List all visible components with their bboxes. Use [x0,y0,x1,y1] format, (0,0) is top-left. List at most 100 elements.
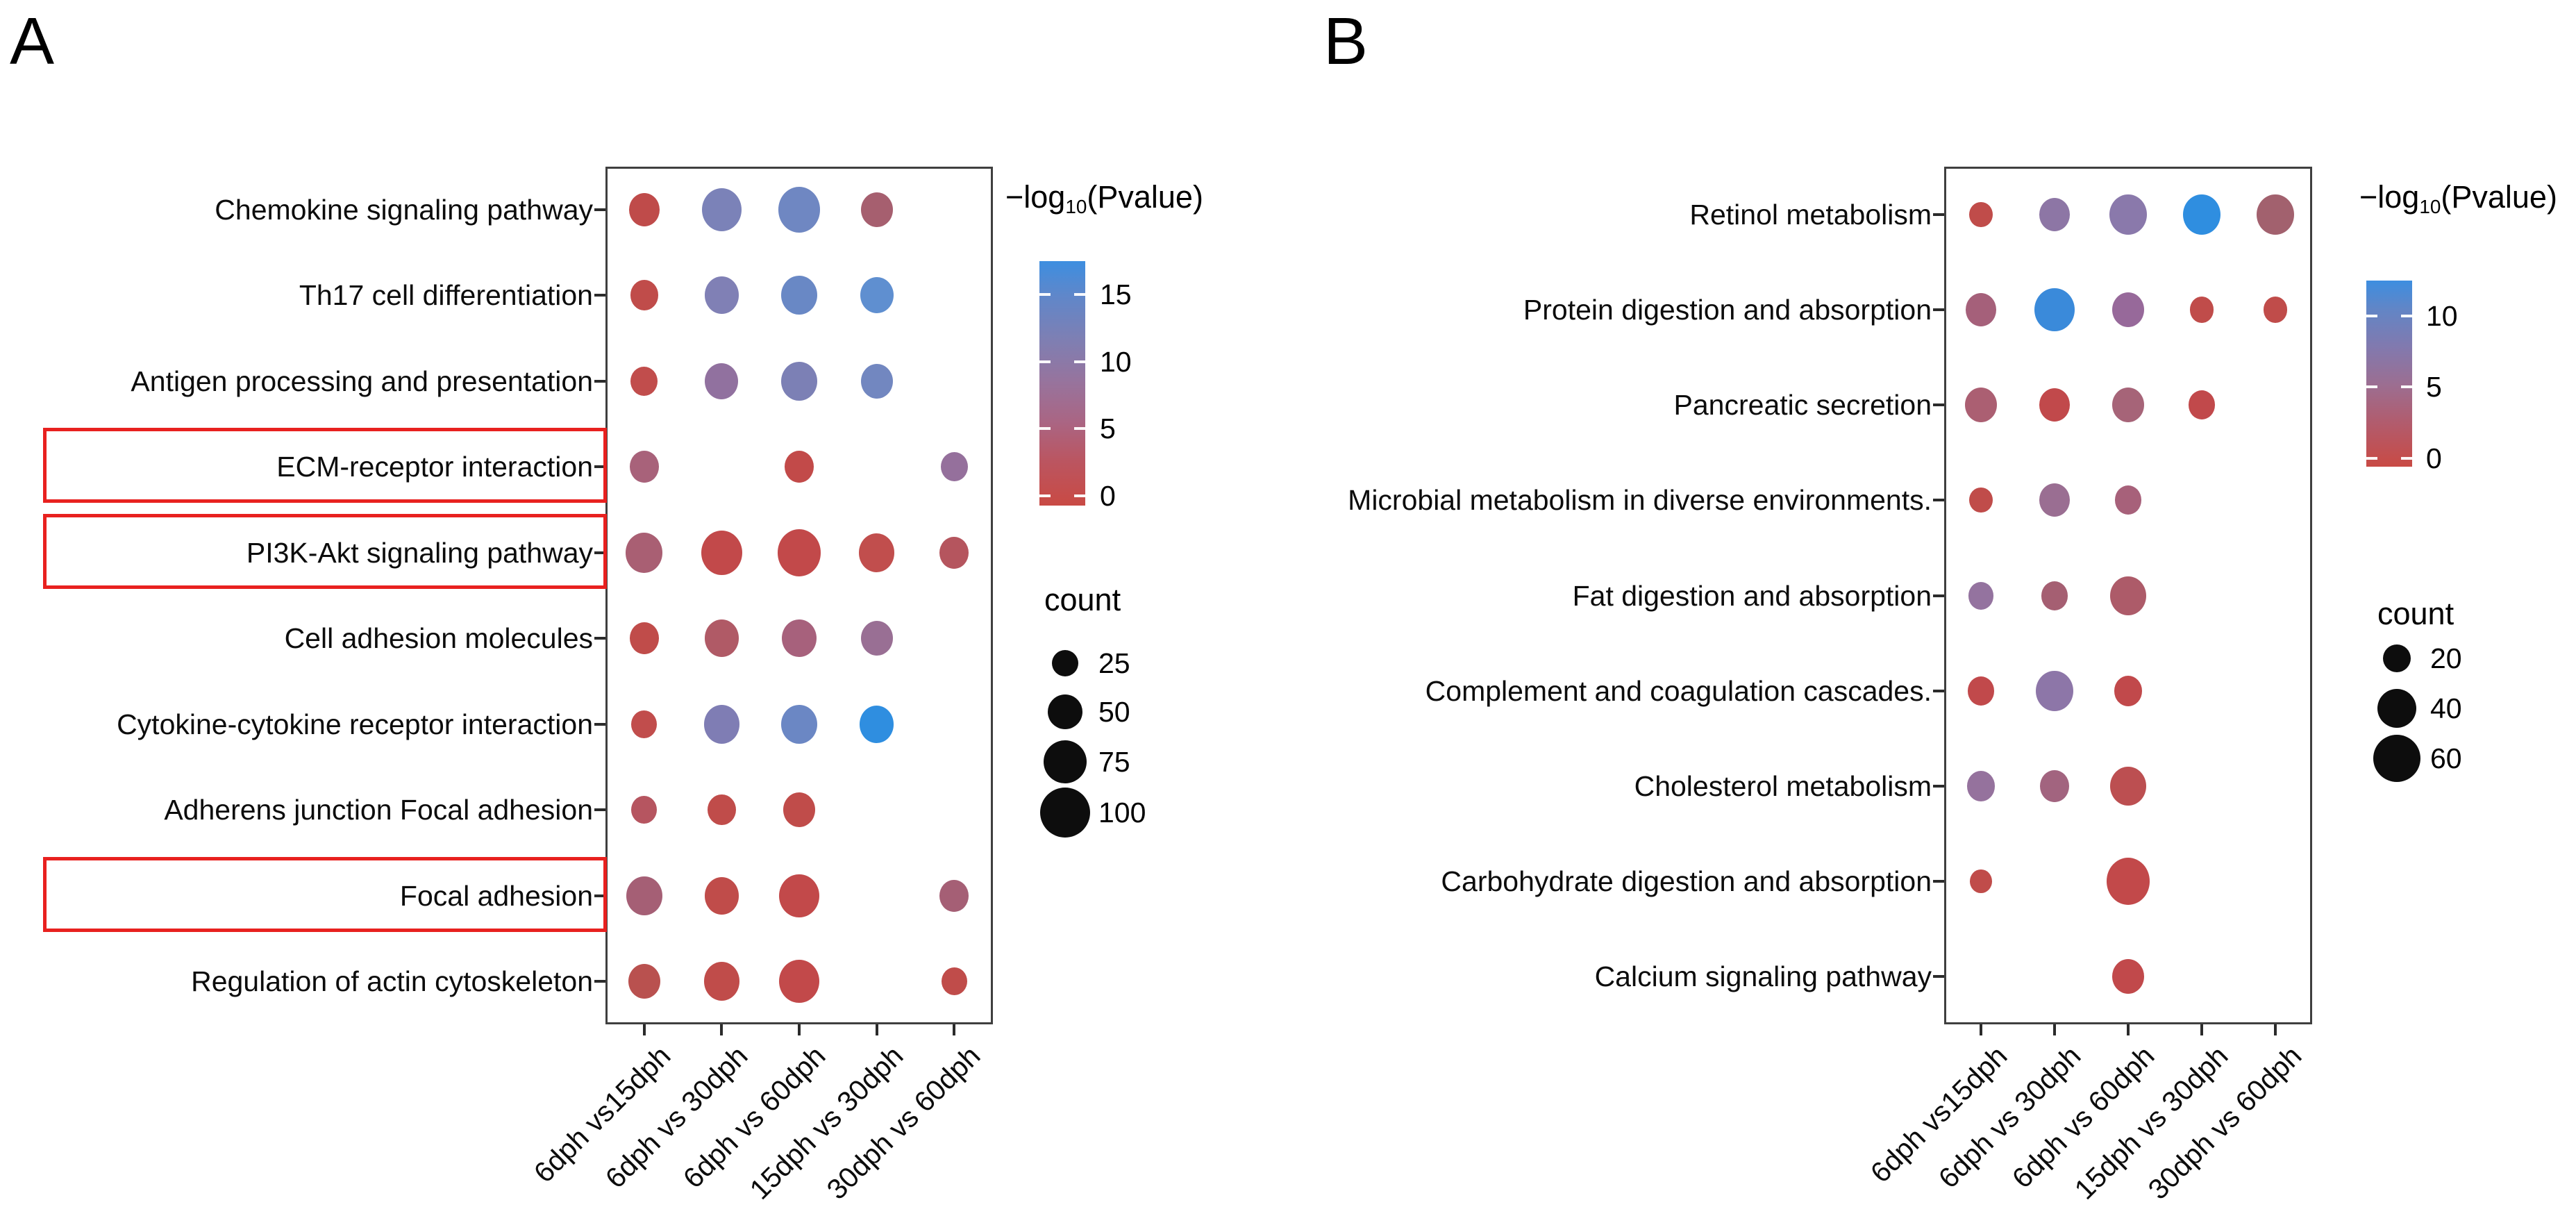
data-dot [783,792,815,828]
colorbar-tick [1039,427,1051,431]
count-legend-label: 20 [2430,642,2462,674]
data-dot [939,536,969,569]
axis-tick [1933,975,1944,979]
pvalue-legend-title-b: −log10(Pvalue) [2359,179,2557,218]
legend-title-text: (Pvalue) [2441,179,2557,215]
y-axis-label: Retinol metabolism [1689,198,1932,231]
axis-tick [594,808,605,812]
axis-tick [594,551,605,554]
colorbar-tick [2401,385,2412,389]
axis-tick [875,1024,878,1035]
axis-tick [2200,1024,2203,1035]
data-dot [1970,869,1992,894]
data-dot [704,619,739,658]
data-dot [2039,388,2071,422]
axis-tick [1933,784,1944,788]
count-legend-dot [2377,689,2416,728]
data-dot [2039,483,2071,517]
data-dot [778,186,821,233]
axis-tick [594,637,605,640]
count-legend-dot [1040,788,1090,838]
panel-a-letter: A [10,4,55,78]
colorbar-tick [2366,315,2377,318]
highlight-box [43,428,607,503]
data-dot [2189,296,2214,323]
data-dot [782,619,817,658]
colorbar-tick-label: 0 [2426,442,2442,474]
colorbar-tick [1074,427,1085,431]
colorbar-tick-label: 5 [2426,371,2442,403]
y-axis-label: Regulation of actin cytoskeleton [191,965,593,998]
data-dot [626,532,663,573]
axis-tick [1933,689,1944,692]
legend-title-sub: 10 [1065,195,1087,217]
y-axis-label: Cell adhesion molecules [284,622,593,655]
data-dot [2041,581,2068,610]
data-dot [940,452,968,482]
colorbar-tick-label: 10 [2426,300,2458,333]
axis-tick [2274,1024,2277,1035]
data-dot [701,530,742,575]
data-dot [2036,670,2073,711]
colorbar-tick [1074,360,1085,363]
y-axis-label: Fat digestion and absorption [1572,579,1932,612]
y-axis-label: ECM-receptor interaction [276,451,593,483]
count-legend-label: 60 [2430,742,2462,774]
pvalue-colorbar [2366,281,2412,467]
colorbar-tick [1039,494,1051,497]
y-axis-label: Adherens junction Focal adhesion [164,794,593,826]
data-dot [2039,769,2070,802]
colorbar-tick-label: 5 [1100,413,1116,445]
count-legend-label: 40 [2430,692,2462,724]
colorbar-tick [1039,360,1051,363]
data-dot [2112,292,2144,327]
colorbar-tick-label: 10 [1100,345,1132,378]
y-axis-label: Protein digestion and absorption [1523,293,1932,326]
pvalue-colorbar [1039,261,1085,506]
highlight-box [43,856,607,932]
y-axis-label: Calcium signaling pathway [1594,960,1932,993]
count-legend-label: 25 [1098,647,1130,679]
axis-tick [594,894,605,897]
data-dot [1966,770,1996,801]
colorbar-tick [1074,494,1085,497]
data-dot [777,528,821,576]
axis-tick [594,980,605,983]
data-dot [2110,766,2146,806]
data-dot [704,876,739,915]
y-axis-label: PI3K-Akt signaling pathway [246,536,593,569]
y-axis-label: Th17 cell differentiation [299,279,593,312]
data-dot [2039,197,2071,231]
colorbar-tick [1039,293,1051,297]
axis-tick [594,722,605,726]
data-dot [1965,388,1997,423]
data-dot [2106,858,2150,906]
count-legend-title-b: count [2377,596,2454,631]
data-dot [631,796,658,824]
axis-tick [594,465,605,469]
axis-tick [594,294,605,297]
axis-tick [594,208,605,211]
y-axis-label: Pancreatic secretion [1673,389,1932,422]
axis-tick [1980,1024,1982,1035]
data-dot [630,366,658,396]
data-dot [860,621,893,656]
data-dot [941,967,967,996]
data-dot [781,276,817,315]
data-dot [2114,485,2142,515]
count-legend-dot [2383,644,2411,672]
data-dot [708,794,736,826]
count-legend-title-a: count [1044,582,1121,617]
data-dot [1967,676,1995,706]
data-dot [784,451,814,483]
data-dot [629,451,659,483]
colorbar-tick-label: 0 [1100,479,1116,512]
data-dot [2183,194,2220,235]
axis-tick [1933,308,1944,311]
y-axis-label: Cytokine-cytokine receptor interaction [117,708,593,740]
data-dot [2112,959,2144,994]
data-dot [630,280,659,311]
axis-tick [1933,880,1944,883]
data-dot [703,704,740,744]
